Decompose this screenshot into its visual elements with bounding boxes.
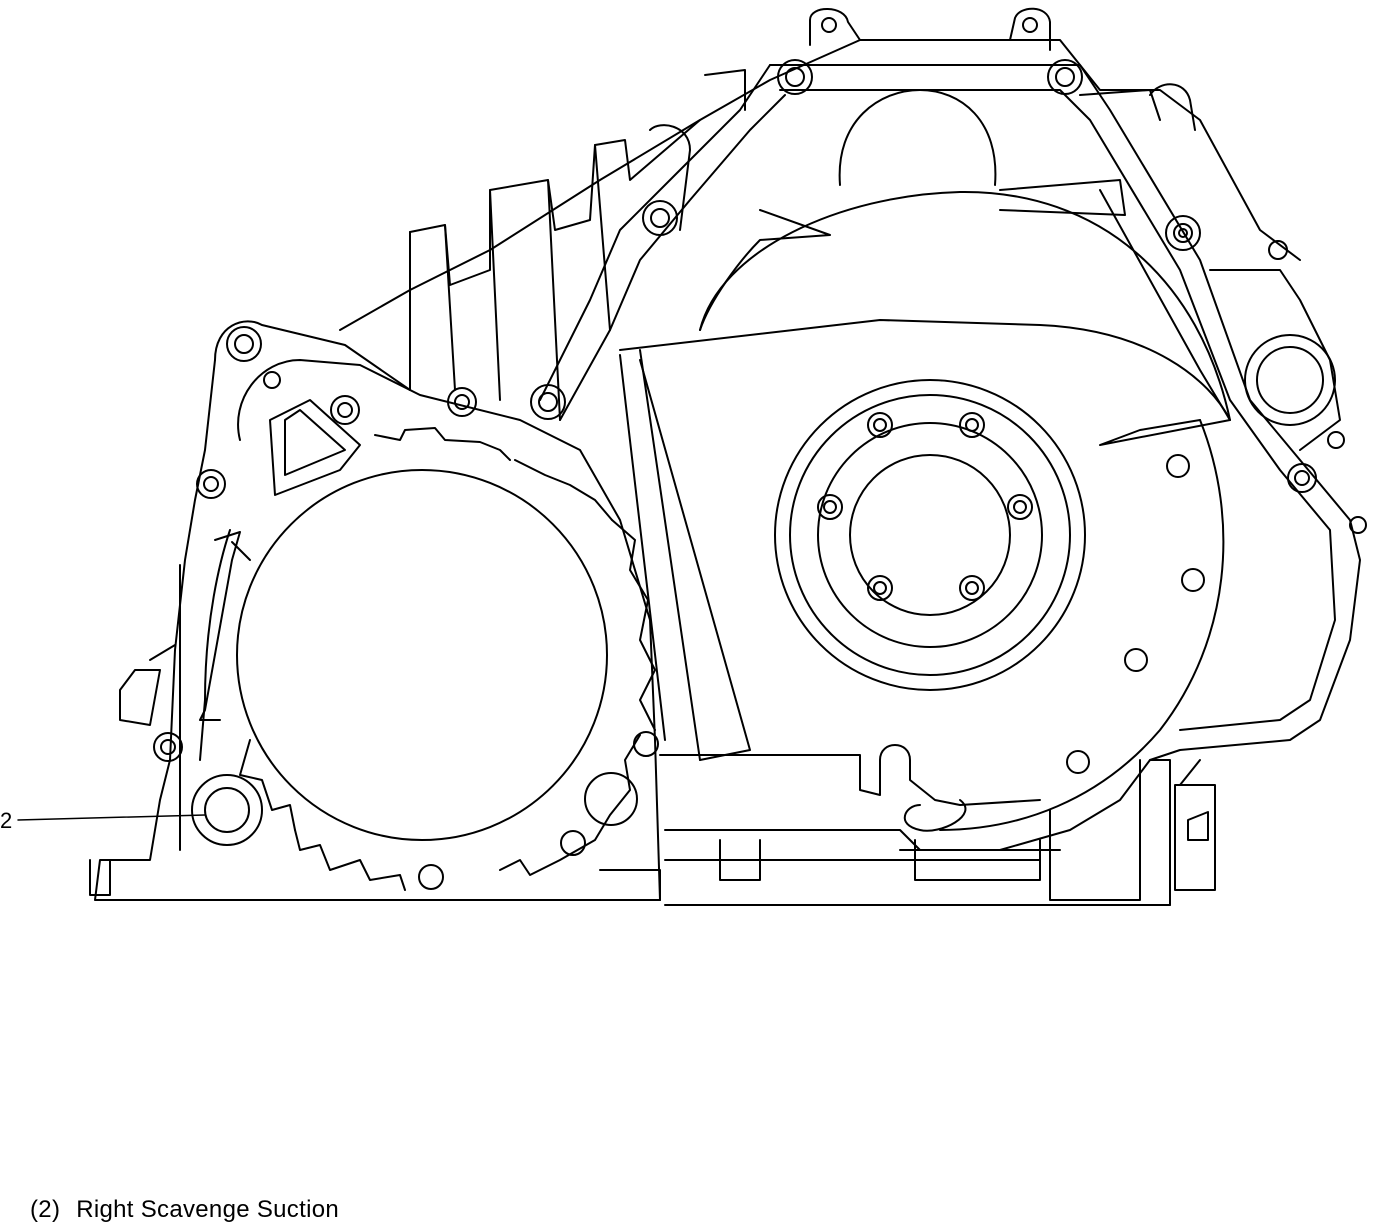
right-scavenge-suction-port [191,774,263,846]
top-mounting-ear [809,7,1051,51]
caption-number: (2) [30,1196,61,1223]
center-bolt-holes [817,412,1033,601]
caption: (2) Right Scavenge Suction [30,1196,339,1224]
center-plate [619,319,1231,831]
left-housing [94,320,661,901]
lower-valve-body [89,744,1216,906]
converter-housing-flange [539,64,1361,851]
callout-leader-line [17,814,206,821]
caption-text: Right Scavenge Suction [76,1196,339,1223]
differential-opening [199,399,656,891]
bell-housing-dome [699,89,1231,421]
flange-bolt-holes [530,59,1367,774]
callout-number-2: 2 [0,808,13,833]
